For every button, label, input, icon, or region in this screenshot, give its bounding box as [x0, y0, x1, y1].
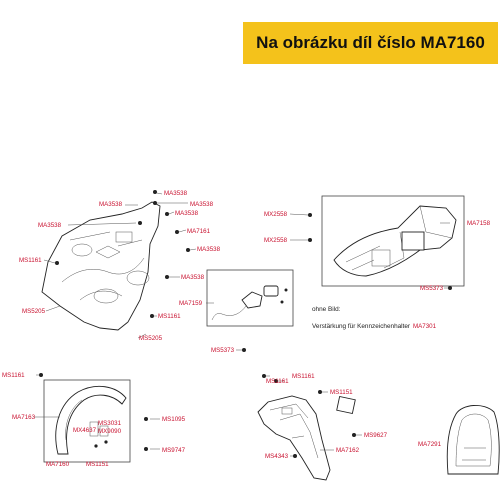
- label-ma3538-d: MA3538: [175, 210, 199, 217]
- label-ms5373-a: MS5373: [420, 285, 444, 292]
- taillight-leader-lines: [289, 213, 450, 289]
- seat-cowl-ma7291: [446, 405, 500, 475]
- label-ms9627: MS9627: [364, 432, 388, 439]
- panel-leader-lines: [43, 192, 197, 339]
- label-ms1095: MS1095: [162, 416, 186, 423]
- mudguard-screws: [262, 374, 356, 458]
- label-mx2558-b: MX2558: [264, 237, 288, 244]
- label-ms1161-c: MS1161: [2, 372, 25, 379]
- label-ms1161-b: MS1161: [158, 313, 181, 320]
- front-fender-leaders: [34, 374, 160, 450]
- label-ms1161-a: MS1161: [19, 257, 42, 264]
- license-plate-light: [211, 285, 288, 321]
- label-ma3538-b: MA3538: [99, 201, 123, 208]
- label-ms3031: MS3031: [98, 420, 122, 427]
- label-ms5205-a: MS5205: [22, 308, 46, 315]
- label-ma3538-e: MA3538: [38, 222, 62, 229]
- label-ma7159: MA7159: [179, 300, 203, 307]
- label-ma7301: MA7301: [413, 323, 437, 330]
- label-ms5205-b: MS5205: [139, 335, 163, 342]
- label-mx4637: MX4637: [73, 427, 97, 434]
- page-title: Na obrázku díl číslo MA7160: [256, 33, 485, 52]
- title-banner: Na obrázku díl číslo MA7160: [243, 22, 498, 64]
- label-ma7158: MA7158: [467, 220, 491, 227]
- label-ms5373-b: MS5373: [211, 347, 235, 354]
- front-fender-ma7160: [55, 385, 127, 455]
- label-ma7160: MA7160: [46, 461, 70, 468]
- label-ma7161: MA7161: [187, 228, 211, 235]
- note-verstarkung: Verstärkung für Kennzeichenhalter: [312, 323, 411, 330]
- part-labels: MA3538 MA3538 MA3538 MA3538 MA3538 MA716…: [2, 190, 491, 468]
- panel-screws: [55, 190, 190, 318]
- note-ohne-bild: ohne Bild:: [312, 306, 341, 313]
- label-ma3538-f: MA3538: [197, 246, 221, 253]
- label-ms9747: MS9747: [162, 447, 186, 454]
- label-ma3538-g: MA3538: [181, 274, 205, 281]
- label-ma3538-c: MA3538: [190, 201, 214, 208]
- front-fender-frame: [43, 379, 131, 463]
- rear-inner-fender-panel: [41, 201, 161, 331]
- label-ms1151-b: MS1151: [330, 389, 353, 396]
- plate-light-leaders: [206, 302, 246, 352]
- front-fender-screws: [39, 373, 148, 451]
- taillight-screws: [308, 213, 452, 290]
- mudguard-leaders: [266, 375, 362, 457]
- taillight-frame: [321, 195, 465, 287]
- label-ma3538-a: MA3538: [164, 190, 188, 197]
- label-ms1161-d: MS1161: [292, 373, 315, 380]
- label-mx2558-a: MX2558: [264, 211, 288, 218]
- plate-light-frame: [206, 269, 294, 327]
- label-ma7162: MA7162: [336, 447, 360, 454]
- label-ms1161-e: MS1161: [266, 378, 289, 385]
- plate-bracket: [336, 395, 356, 415]
- label-mx9090: MX9090: [98, 428, 122, 435]
- label-ma7291: MA7291: [418, 441, 442, 448]
- label-ma7163: MA7163: [12, 414, 36, 421]
- label-ms4343: MS4343: [265, 453, 289, 460]
- taillight-assembly: [333, 205, 457, 277]
- rear-mudguard-ma7162: [257, 395, 331, 481]
- label-ms1151-a: MS1151: [86, 461, 109, 468]
